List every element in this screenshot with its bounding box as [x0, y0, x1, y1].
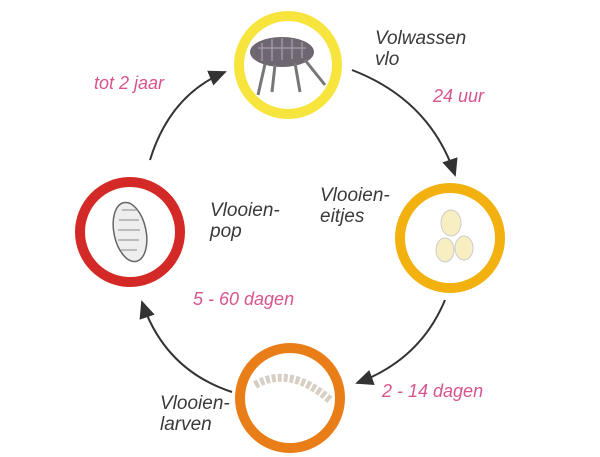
- adult-flea-icon: [250, 37, 327, 96]
- stage-label-eggs: Vlooien- eitjes: [320, 185, 390, 227]
- duration-pupa-to-adult: tot 2 jaar: [94, 73, 165, 93]
- stage-ring-pupa: [75, 177, 185, 287]
- arrow-pupa-to-adult: [149, 70, 227, 161]
- duration-adult-to-eggs: 24 uur: [433, 86, 485, 106]
- duration-eggs-to-larva: 2 - 14 dagen: [382, 381, 484, 401]
- stage-label-larva: Vlooien- larven: [160, 393, 230, 435]
- stage-label-adult: Volwassen vlo: [375, 28, 467, 70]
- stage-ring-larva: [235, 343, 345, 453]
- stage-ring-adult: [234, 11, 342, 119]
- duration-larva-to-pupa: 5 - 60 dagen: [193, 289, 295, 309]
- arrow-larva-to-pupa: [139, 300, 233, 393]
- flea-pupa-icon: [112, 201, 148, 263]
- arrow-eggs-to-larva: [355, 299, 446, 386]
- stage-ring-eggs: [395, 183, 505, 293]
- flea-larva-icon: [253, 373, 333, 404]
- stage-label-pupa: Vlooien- pop: [210, 200, 280, 242]
- arrow-adult-to-eggs: [351, 69, 458, 177]
- flea-eggs-icon: [435, 209, 474, 263]
